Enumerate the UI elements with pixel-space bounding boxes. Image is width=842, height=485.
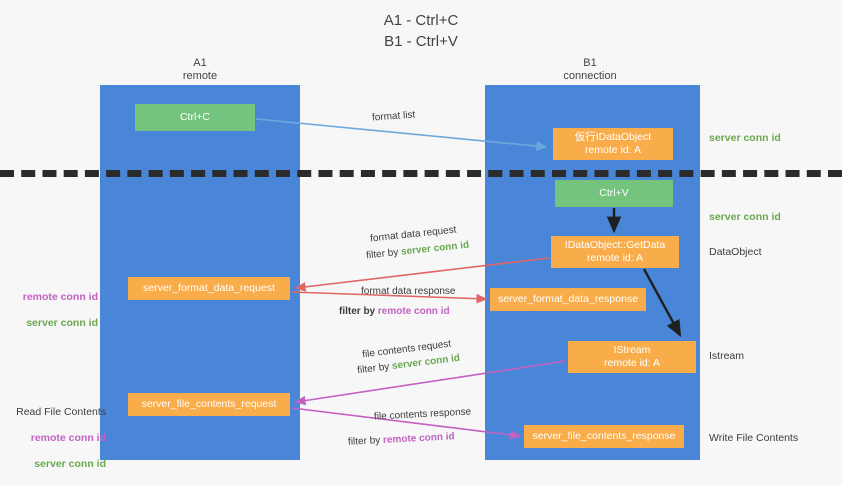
filter-by-text-3: filter by (356, 361, 390, 377)
annotation-read-file-contents: Read File Contents (16, 406, 106, 418)
annotation-server-conn-id-mid: server conn id (709, 211, 781, 223)
box-server-file-contents-response[interactable]: server_file_contents_response (524, 425, 684, 448)
annotation-write-file-contents: Write File Contents (709, 432, 799, 444)
page-title: A1 - Ctrl+C B1 - Ctrl+V (383, 12, 459, 50)
filter-key-server-conn-id-1: server conn id (400, 239, 470, 258)
box-server-format-data-request[interactable]: server_format_data_request (128, 277, 290, 300)
annotation-server-conn-id-top: server conn id (709, 132, 781, 144)
flow-label-filter-remote-conn-id-1: filter by remote conn id (339, 305, 450, 319)
box-ctrl-v[interactable]: Ctrl+V (555, 180, 673, 207)
flow-label-format-list: format list (371, 109, 416, 124)
filter-by-text-4: filter by (347, 435, 381, 448)
annotation-server-conn-id-lower: server conn id (34, 458, 106, 470)
annotation-read-file-contents-group: Read File Contents remote conn id server… (8, 393, 106, 471)
annotation-remote-conn-id-lower: remote conn id (30, 432, 106, 444)
box-idataobject[interactable]: 仮行IDataObject remote id: A (553, 128, 673, 160)
annotation-istream: Istream (709, 350, 745, 362)
annotation-dataobject: DataObject (709, 246, 762, 258)
filter-by-text-2: filter by (339, 306, 376, 317)
box-server-format-data-response[interactable]: server_format_data_response (490, 288, 646, 311)
filter-key-remote-conn-id-2: remote conn id (382, 431, 455, 446)
phase-separator (0, 170, 842, 177)
annotation-server-conn-id-upper: server conn id (26, 317, 98, 329)
flow-label-format-data-response: format data response (361, 286, 456, 297)
box-istream[interactable]: IStream remote id: A (568, 341, 696, 373)
filter-by-text-1: filter by (365, 247, 399, 262)
box-ctrl-c[interactable]: Ctrl+C (135, 104, 255, 131)
column-header-b1: B1 connection (563, 57, 617, 82)
annotation-conn-ids-upper: remote conn id server conn id (8, 278, 98, 330)
filter-key-remote-conn-id-1: remote conn id (377, 306, 450, 317)
flow-label-file-contents-response: file contents response (373, 406, 472, 423)
flow-label-filter-remote-conn-id-2: filter by remote conn id (348, 430, 455, 450)
column-header-a1: A1 remote (182, 57, 218, 82)
box-idataobject-getdata[interactable]: IDataObject::GetData remote id: A (551, 236, 679, 268)
annotation-remote-conn-id-upper: remote conn id (22, 291, 98, 303)
box-server-file-contents-request[interactable]: server_file_contents_request (128, 393, 290, 416)
